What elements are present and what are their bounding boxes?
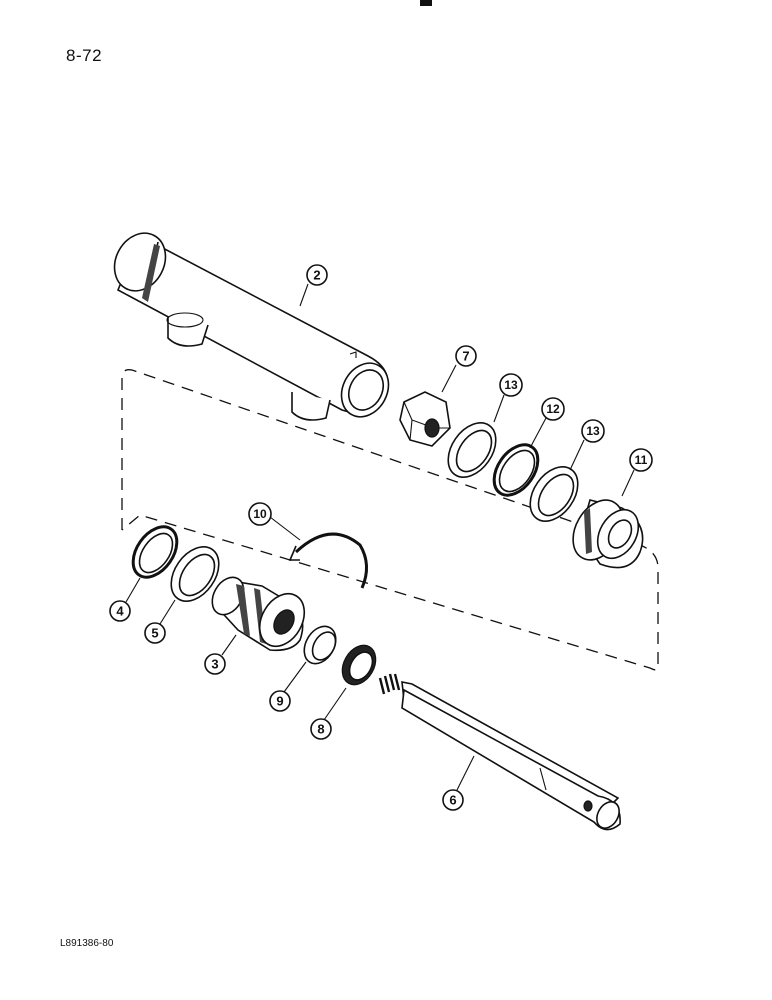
callout-7: 7 [455,345,477,367]
page-number: 8-72 [66,46,103,65]
callout-13-upper-label: 13 [504,378,518,392]
callout-13-lower: 13 [581,419,605,443]
callout-8-label: 8 [317,722,324,737]
leader-lines [125,283,635,791]
callout-6-label: 6 [449,793,456,808]
header-mark [420,0,432,6]
callout-10: 10 [248,502,272,526]
callout-4-label: 4 [116,604,124,619]
part-11-gland [572,499,644,569]
part-3-piston [211,576,306,652]
callout-8: 8 [310,718,332,740]
callout-7-label: 7 [462,349,469,364]
part-10-wire-ring [288,532,368,589]
callout-13-upper: 13 [499,373,523,397]
callout-10-label: 10 [253,507,267,521]
part-8-seal [341,644,377,686]
callout-9: 9 [269,690,291,712]
callout-11-label: 11 [635,453,648,467]
callout-9-label: 9 [276,694,283,709]
part-5-ring [170,546,220,602]
callout-4: 4 [109,600,131,622]
callout-13-lower-label: 13 [586,424,600,438]
part-13-ring-upper [447,422,497,478]
figure-code: L891386-80 [60,938,114,949]
callout-12-label: 12 [546,402,560,416]
callout-6: 6 [442,789,464,811]
part-4-ring [131,525,179,579]
part-12-ring [492,443,540,497]
callout-5-label: 5 [151,626,158,641]
part-13-ring-lower [529,466,579,522]
part-9-bushing [303,625,337,665]
callout-3: 3 [204,653,226,675]
callout-5: 5 [144,622,166,644]
callout-12: 12 [541,397,565,421]
callout-3-label: 3 [211,657,218,672]
callout-2-label: 2 [313,268,320,283]
callout-11: 11 [629,448,653,472]
part-2-cylinder-barrel [113,232,390,421]
assembly-group-outline [121,369,659,671]
part-7-nut [399,391,451,447]
part-6-piston-rod [378,673,621,831]
callout-2: 2 [306,264,328,286]
